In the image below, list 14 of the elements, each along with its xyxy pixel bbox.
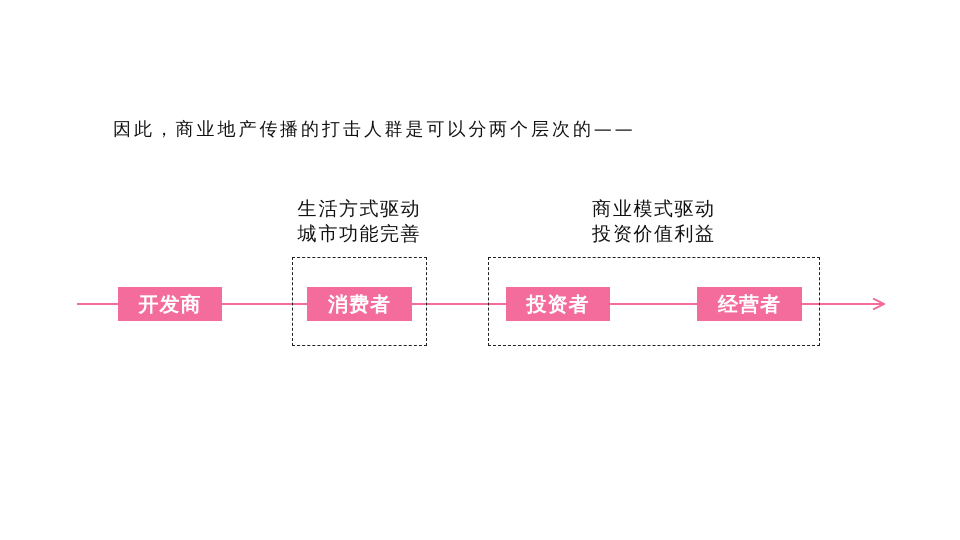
- group-heading: 商业模式驱动: [592, 197, 716, 222]
- role-box: 开发商: [118, 287, 222, 321]
- group-heading: 城市功能完善: [298, 222, 422, 247]
- connector-line: [222, 303, 307, 305]
- connector-line: [610, 303, 697, 305]
- role-box: 经营者: [697, 287, 802, 321]
- group-heading: 生活方式驱动: [298, 197, 422, 222]
- title-heading: 因此，商业地产传播的打击人群是可以分两个层次的——: [113, 118, 636, 142]
- arrow: [802, 298, 885, 310]
- connector-line: [77, 303, 118, 305]
- connector-line: [412, 303, 506, 305]
- role-box: 投资者: [506, 287, 610, 321]
- role-box: 消费者: [307, 287, 412, 321]
- group-heading: 投资价值利益: [592, 222, 716, 247]
